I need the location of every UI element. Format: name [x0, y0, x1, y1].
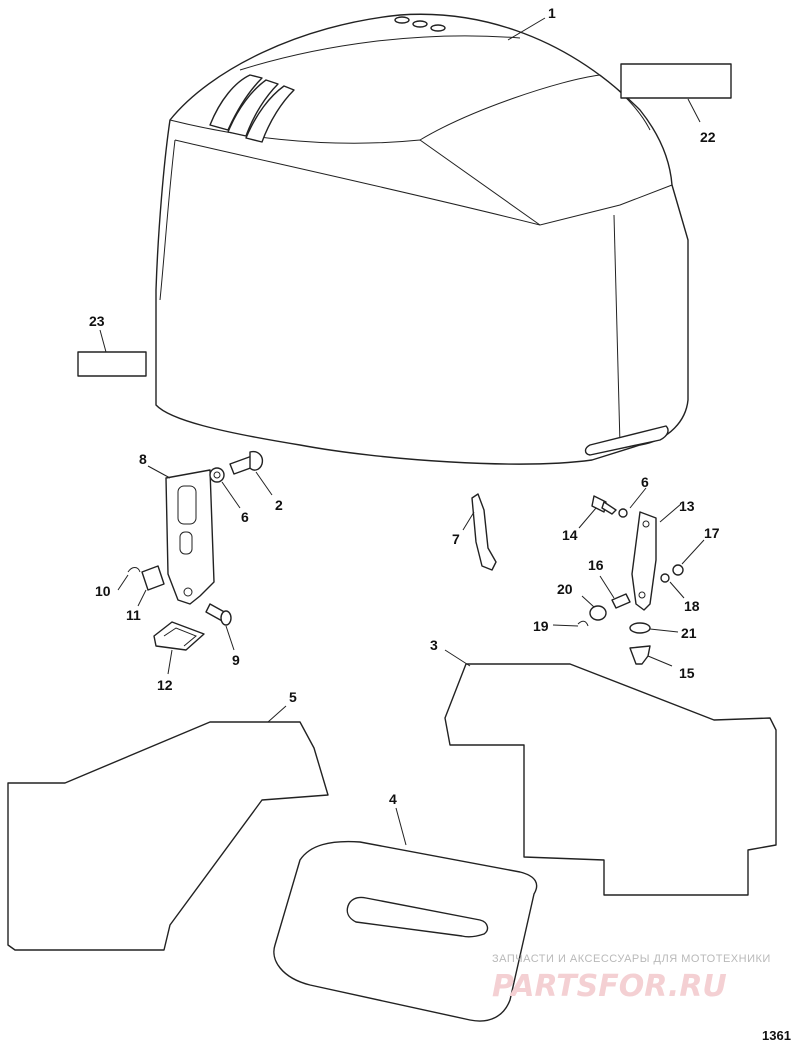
callout-8: 8 [139, 451, 147, 467]
washer-part-21 [629, 622, 651, 634]
callout-10: 10 [95, 583, 111, 599]
screw-part-14 [591, 495, 617, 515]
callout-7: 7 [452, 531, 460, 547]
pad-part-3 [444, 663, 777, 896]
lockwasher-part-6-left [209, 467, 225, 483]
pad-part-5 [7, 721, 329, 951]
stud-part-16 [611, 593, 631, 609]
latch-rod-part-7 [471, 493, 497, 571]
latch-bracket-part-8 [165, 469, 215, 605]
watermark-caption: ЗАПЧАСТИ И АКСЕССУАРЫ ДЛЯ МОТОТЕХНИКИ [492, 953, 771, 965]
callout-22: 22 [700, 129, 716, 145]
callout-6-right: 6 [641, 474, 649, 490]
bushing-part-11 [141, 565, 165, 591]
callout-2: 2 [275, 497, 283, 513]
bumper-part-12 [153, 621, 205, 651]
watermark-brand: PARTSFOR.RU [492, 969, 727, 1004]
callout-6-left: 6 [241, 509, 249, 525]
callout-14: 14 [562, 527, 578, 543]
callout-13: 13 [679, 498, 695, 514]
watermark: ЗАПЧАСТИ И АКСЕССУАРЫ ДЛЯ МОТОТЕХНИКИ PA… [492, 953, 771, 1004]
callout-3: 3 [430, 637, 438, 653]
callout-9: 9 [232, 652, 240, 668]
callout-4: 4 [389, 791, 397, 807]
callout-19: 19 [533, 618, 549, 634]
latch-bracket-part-13 [631, 511, 657, 611]
decal-part-23 [77, 351, 147, 377]
washer-part-18 [660, 573, 670, 583]
figure-number: 1361 [762, 1028, 791, 1043]
callout-1: 1 [548, 5, 556, 21]
callout-16: 16 [588, 557, 604, 573]
grommet-part-15 [629, 645, 651, 665]
bolt-part-2 [229, 450, 264, 475]
top-cowl-part-1 [155, 13, 689, 465]
callout-15: 15 [679, 665, 695, 681]
callout-18: 18 [684, 598, 700, 614]
pad-part-4 [273, 840, 538, 1022]
clip-part-19 [577, 620, 589, 627]
callout-5: 5 [289, 689, 297, 705]
callout-20: 20 [557, 581, 573, 597]
callout-17: 17 [704, 525, 720, 541]
nut-part-17 [672, 564, 684, 576]
callout-11: 11 [126, 607, 141, 623]
washer-part-6-right [618, 508, 628, 518]
callout-labels: 1 22 23 8 2 6 10 11 9 12 7 5 4 3 13 6 14… [89, 5, 720, 807]
leader-lines [99, 17, 705, 846]
callout-12: 12 [157, 677, 173, 693]
decal-part-22 [620, 63, 732, 99]
clip-part-10 [127, 567, 141, 573]
pin-part-9 [205, 603, 232, 626]
callout-23: 23 [89, 313, 105, 329]
spacer-part-20 [589, 605, 607, 621]
callout-21: 21 [681, 625, 697, 641]
